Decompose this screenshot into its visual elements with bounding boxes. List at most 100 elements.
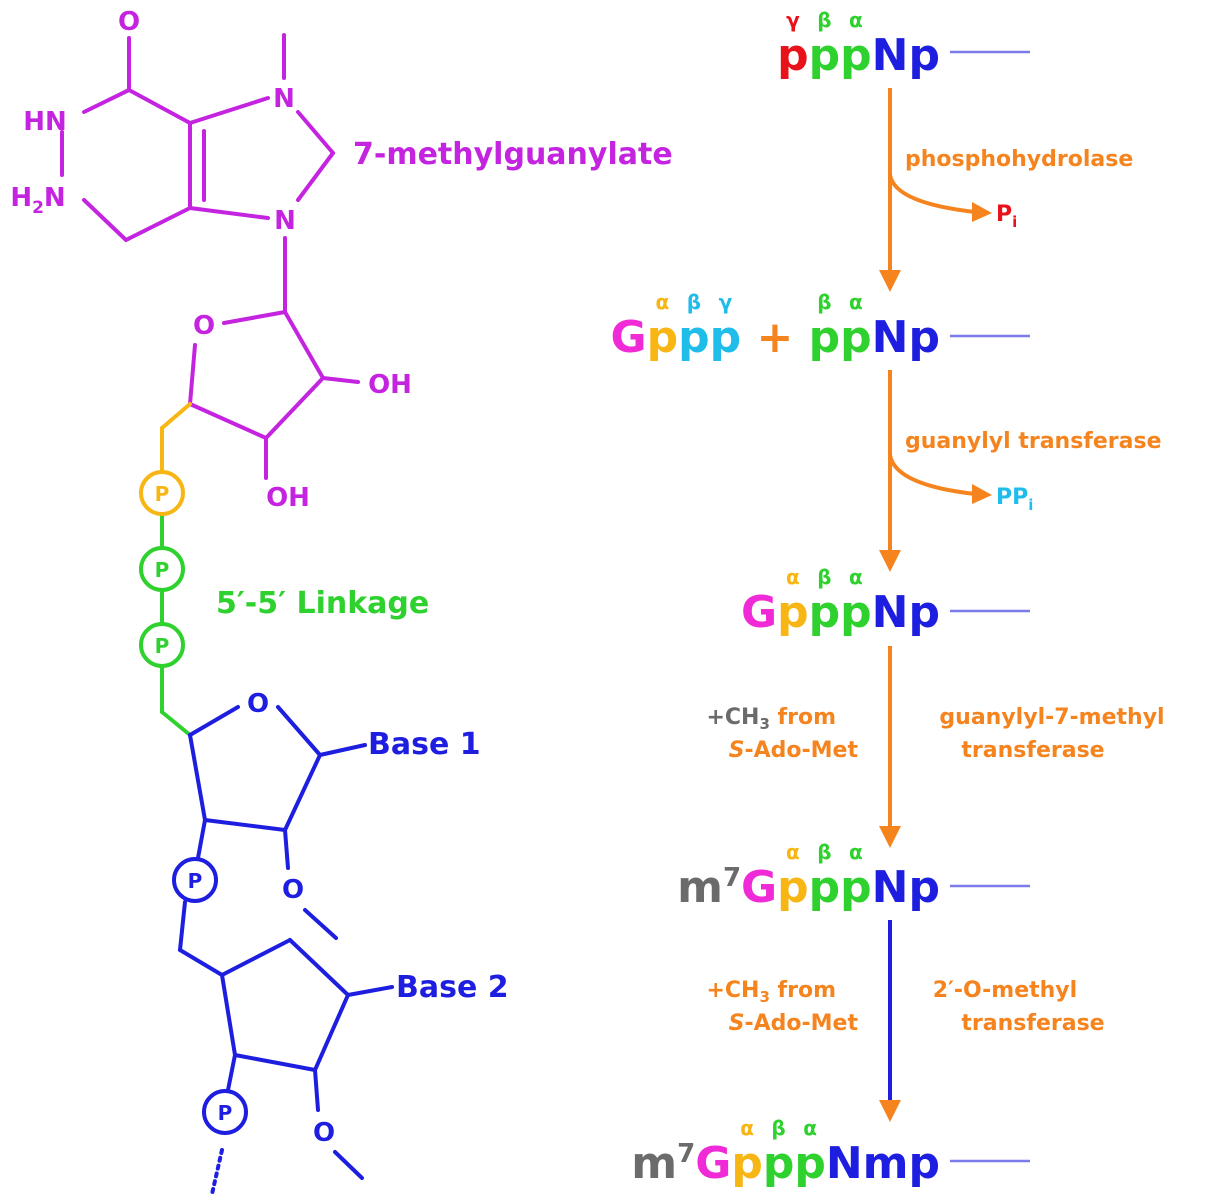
ribose-c5-bond <box>160 402 192 430</box>
ribose-ring-oxygen: O <box>193 311 215 341</box>
phosphate-p4-label: P <box>188 869 203 893</box>
nucleotide-1-bonds <box>178 705 367 977</box>
formula-token: p <box>678 312 710 363</box>
methylguanine-atoms: O HN H2N N N O OH OH <box>10 7 412 513</box>
phosphate-p1: P <box>139 470 185 516</box>
phosphate-position-label: β <box>687 290 701 314</box>
cap-structure: O HN H2N N N O OH OH 7-methylguanylate P… <box>10 7 673 1196</box>
formula-token: N <box>872 862 909 913</box>
ribose-1-ring-oxygen: O <box>247 689 269 719</box>
species-m7gpppnmp: m7GpppNmp <box>631 1138 940 1189</box>
formula-token: N <box>872 587 909 638</box>
species-gpppnp: GpppNp <box>741 587 940 638</box>
phosphate-position-label: α <box>786 565 800 589</box>
formula-token: p <box>909 30 941 81</box>
phosphate-p3: P <box>139 622 185 668</box>
nucleotide-2-bonds <box>220 938 394 1180</box>
methyl-donor-step4-line2: S-Ado-Met <box>729 1011 859 1036</box>
species-pppnp: pppNp <box>777 30 940 81</box>
phosphate-p2: P <box>139 546 185 592</box>
formula-token: p <box>647 312 679 363</box>
phosphate-p5: P <box>202 1089 248 1135</box>
triphosphate-bridge <box>160 512 192 737</box>
phosphate-position-label: α <box>656 290 670 314</box>
enzyme-phosphohydrolase: phosphohydrolase <box>905 147 1133 172</box>
phosphate-p1-label: P <box>155 482 170 506</box>
step-1-arrow <box>879 88 992 292</box>
phosphate-position-label: α <box>849 8 863 32</box>
methylguanine-bonds <box>60 33 360 480</box>
nucleotide-1-atoms: O O <box>247 689 304 905</box>
phosphate-p2-label: P <box>155 558 170 582</box>
phosphate-position-label: α <box>803 1116 817 1140</box>
chain-continuation <box>210 1148 224 1196</box>
base-2-label: Base 2 <box>396 970 509 1005</box>
formula-token: m <box>863 1138 909 1189</box>
formula-token: p <box>840 30 872 81</box>
formula-token: p <box>909 1138 941 1189</box>
nucleotide-2-atoms: O <box>313 1118 335 1148</box>
n7-atom: N <box>273 84 295 114</box>
step-2-arrow <box>879 370 992 572</box>
hn-label: HN <box>23 107 67 137</box>
methyl-donor-step4-line1: +CH3 from <box>706 978 836 1006</box>
linkage-label: 5′-5′ Linkage <box>216 586 429 621</box>
carbonyl-oxygen: O <box>118 7 140 37</box>
phosphate-position-label: α <box>786 840 800 864</box>
formula-token: G <box>695 1138 731 1189</box>
formula-token: N <box>826 1138 863 1189</box>
formula-token: p <box>809 312 841 363</box>
methyl-donor-step3-line1: +CH3 from <box>706 705 836 733</box>
byproduct-pi: Pi <box>996 202 1017 231</box>
formula-token: p <box>763 1138 795 1189</box>
step-3-arrow <box>879 646 901 848</box>
formula-token: m <box>631 1138 677 1189</box>
h2n-label: H2N <box>10 183 65 218</box>
formula-token: p <box>777 30 809 81</box>
formula-token: p <box>909 862 941 913</box>
enzyme-labels: phosphohydrolase guanylyl transferase gu… <box>905 147 1165 1036</box>
formula-token: p <box>777 587 809 638</box>
formula-token: N <box>872 30 909 81</box>
formula-token: p <box>731 1138 763 1189</box>
enzyme-methyltransferase-line2: transferase <box>961 738 1104 763</box>
phosphate-position-label: β <box>817 290 831 314</box>
hydroxyl-2: OH <box>266 483 310 513</box>
formula-token: p <box>809 587 841 638</box>
formula-token: m <box>677 862 723 913</box>
phosphate-position-label: α <box>849 290 863 314</box>
enzyme-2o-methyltransferase-line2: transferase <box>961 1011 1104 1036</box>
formula-token: p <box>840 862 872 913</box>
byproduct-ppi: PPi <box>996 485 1033 514</box>
methyl-donor-step3-line2: S-Ado-Met <box>729 738 859 763</box>
formula-token: p <box>840 312 872 363</box>
phosphate-position-label: β <box>817 565 831 589</box>
rna-chain-lines <box>950 50 1030 1163</box>
formula-token: p <box>909 312 941 363</box>
formula-token: + <box>741 312 809 363</box>
phosphate-p4: P <box>172 857 218 903</box>
o-methyl-2: O <box>313 1118 335 1148</box>
formula-token: G <box>611 312 647 363</box>
formula-token: p <box>794 1138 826 1189</box>
species-m7gpppnp: m7GpppNp <box>677 862 940 913</box>
phosphate-position-label: β <box>771 1116 785 1140</box>
phosphate-position-label: α <box>849 840 863 864</box>
phosphate-position-label: γ <box>719 290 733 314</box>
formula-token: N <box>872 312 909 363</box>
enzyme-2o-methyltransferase-line1: 2′-O-methyl <box>933 978 1077 1003</box>
phosphate-position-label: α <box>849 565 863 589</box>
phosphate-p3-label: P <box>155 634 170 658</box>
species-gppp-plus-ppnp: Gppp + ppNp <box>611 312 940 363</box>
formula-token: 7 <box>723 863 741 893</box>
phosphate-position-label: γ <box>786 8 800 32</box>
formula-token: G <box>741 587 777 638</box>
formula-token: p <box>710 312 742 363</box>
phosphate-position-label: α <box>740 1116 754 1140</box>
formula-token: p <box>777 862 809 913</box>
base-1-label: Base 1 <box>368 727 481 762</box>
phosphate-p5-label: P <box>218 1101 233 1125</box>
phosphate-position-label: β <box>817 8 831 32</box>
